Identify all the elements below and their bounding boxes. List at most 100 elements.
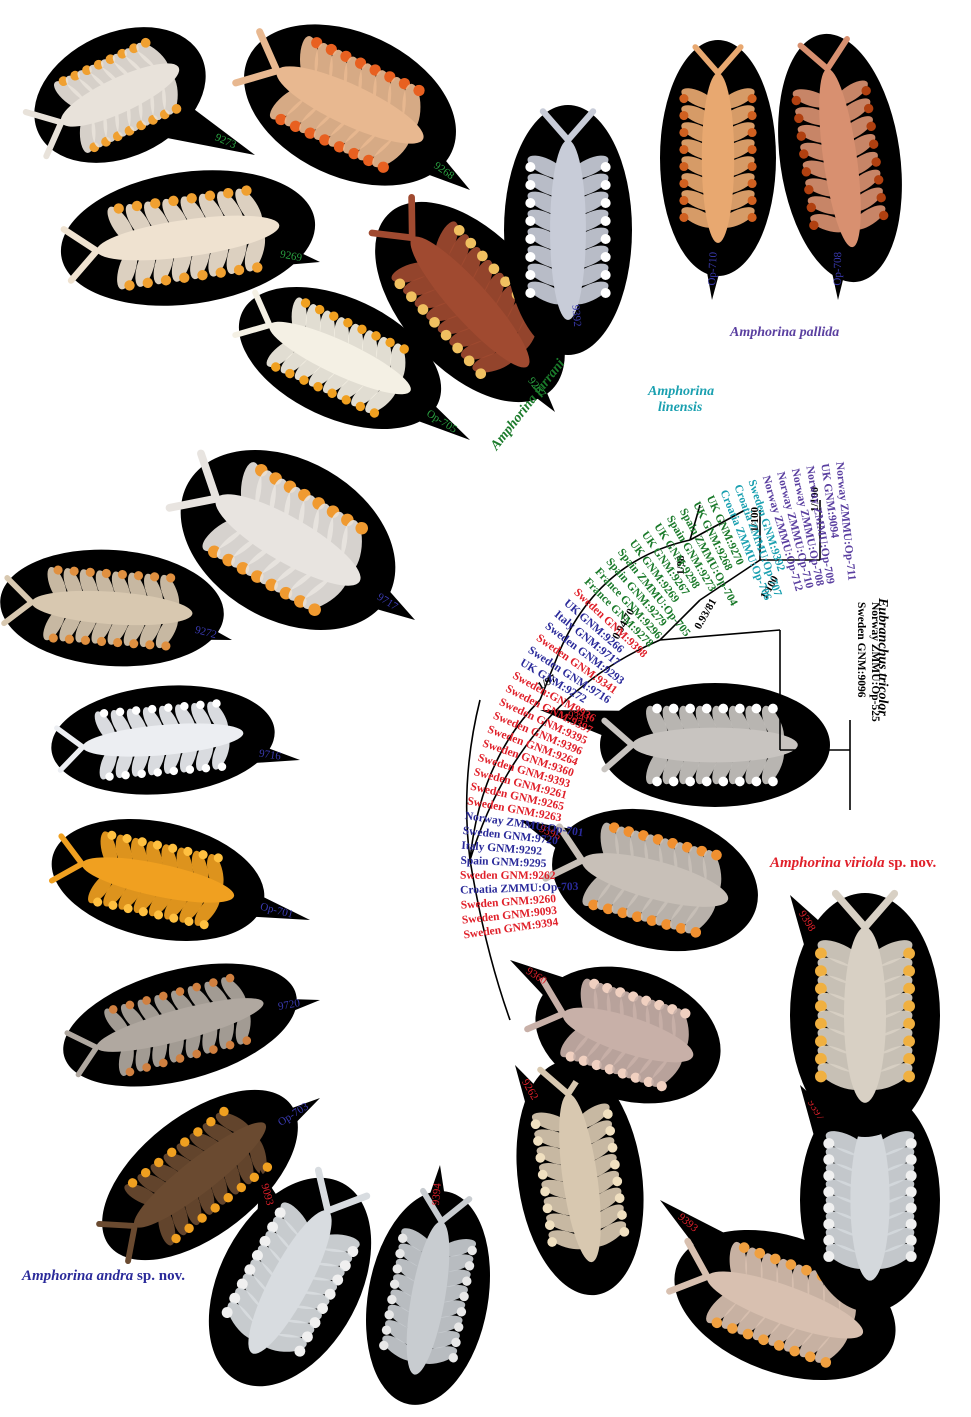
photo-tag-label: Op-708: [832, 251, 844, 285]
ceras-tip: [903, 1035, 915, 1047]
ceras-tip: [718, 777, 728, 787]
ceras-tip: [525, 180, 535, 190]
species-label-linensis-line1: Amphorina: [648, 384, 714, 400]
ceras-tip: [601, 162, 611, 172]
ceras-tip: [679, 111, 688, 120]
ceras-tip: [815, 1071, 827, 1083]
ceras-tip: [652, 777, 662, 787]
ceras-tip: [702, 777, 712, 787]
ceras-tip: [903, 1018, 915, 1030]
mantle: [550, 140, 586, 320]
mantle: [844, 927, 886, 1103]
ceras-tip: [752, 704, 762, 714]
photo-tag-label: 9392: [569, 304, 583, 327]
species-label-andra: Amphorina andra sp. nov.: [22, 1268, 185, 1285]
mantle: [702, 73, 734, 243]
ceras-tip: [748, 213, 757, 222]
ceras-tip: [823, 1251, 834, 1262]
ceras-tip: [525, 162, 535, 172]
ceras-tip: [903, 948, 915, 960]
ceras-tip: [815, 965, 827, 977]
species-label-viriola: Amphorina viriola sp. nov.: [770, 855, 936, 872]
ceras-tip: [525, 270, 535, 280]
tip-label: Spain GNM:9295: [460, 855, 547, 870]
photo-tag-label: 9720: [277, 997, 301, 1013]
support-value: 0.93/81: [692, 597, 719, 632]
ceras-tip: [679, 145, 688, 154]
ceras-tip: [815, 1000, 827, 1012]
ceras-tip: [903, 983, 915, 995]
ceras-tip: [652, 704, 662, 714]
specimen-photo: 9392: [504, 105, 632, 355]
ceras-tip: [669, 704, 679, 714]
ceras-tip: [748, 111, 757, 120]
ceras-tip: [525, 216, 535, 226]
ceras-tip: [815, 948, 827, 960]
ceras-tip: [685, 777, 695, 787]
specimen-photo: Op-708: [763, 26, 917, 300]
ceras-tip: [748, 162, 757, 171]
ceras-tip: [601, 234, 611, 244]
tip-label: Sweden GNM:9096: [855, 602, 867, 698]
ceras-tip: [718, 704, 728, 714]
ceras-tip: [601, 180, 611, 190]
ceras-tip: [685, 704, 695, 714]
ceras-tip: [601, 270, 611, 280]
ceras-tip: [768, 777, 778, 787]
ceras-tip: [906, 1251, 917, 1262]
ceras-tip: [525, 288, 535, 298]
ceras-tip: [679, 196, 688, 205]
species-label-pallida: Amphorina pallida: [730, 325, 839, 341]
ceras-tip: [679, 162, 688, 171]
ceras-tip: [815, 1053, 827, 1065]
ceras-tip: [903, 1000, 915, 1012]
ceras-tip: [679, 213, 688, 222]
ceras-tip: [752, 777, 762, 787]
viriola-name: Amphorina viriola: [770, 855, 885, 871]
photo-tag-label: Op-710: [706, 251, 719, 286]
ceras-tip: [525, 198, 535, 208]
ceras-tip: [903, 1053, 915, 1065]
specimen-photo: 9720: [50, 941, 320, 1109]
mantle: [850, 1119, 889, 1280]
ceras-tip: [702, 704, 712, 714]
ceras-tip: [815, 983, 827, 995]
specimen-photo: 9394: [350, 1165, 506, 1412]
specimen-photo: 9273: [12, 1, 255, 189]
ceras-tip: [735, 704, 745, 714]
ceras-tip: [601, 252, 611, 262]
ceras-tip: [735, 777, 745, 787]
ceras-tip: [903, 1071, 915, 1083]
ceras-tip: [768, 704, 778, 714]
ceras-tip: [601, 216, 611, 226]
ceras-tip: [748, 179, 757, 188]
andra-sp-nov: sp. nov.: [133, 1268, 185, 1284]
species-label-linensis-line2: linensis: [658, 400, 702, 416]
ceras-tip: [903, 965, 915, 977]
ceras-tip: [525, 234, 535, 244]
ceras-tip: [748, 128, 757, 137]
ceras-tip: [748, 145, 757, 154]
viriola-sp-nov: sp. nov.: [885, 855, 937, 871]
specimen-photo: Op-701: [40, 801, 310, 959]
mantle: [632, 728, 798, 763]
specimen-photo: Op-710: [660, 40, 776, 300]
ceras-tip: [679, 128, 688, 137]
ceras-tip: [601, 198, 611, 208]
ceras-tip: [748, 94, 757, 103]
tip-label: Sweden GNM:9262: [460, 870, 556, 882]
ceras-tip: [815, 1018, 827, 1030]
andra-name: Amphorina andra: [22, 1268, 133, 1284]
ceras-tip: [679, 179, 688, 188]
specimen-photo: 9398: [790, 893, 940, 1137]
ceras-tip: [815, 1035, 827, 1047]
photo-tag-label: 9394: [430, 1182, 444, 1205]
species-label-outgroup: Eubranchus tricolor: [874, 598, 890, 716]
ceras-tip: [679, 94, 688, 103]
ceras-tip: [748, 196, 757, 205]
specimen-photo: 9716: [47, 676, 300, 803]
ceras-tip: [601, 288, 611, 298]
